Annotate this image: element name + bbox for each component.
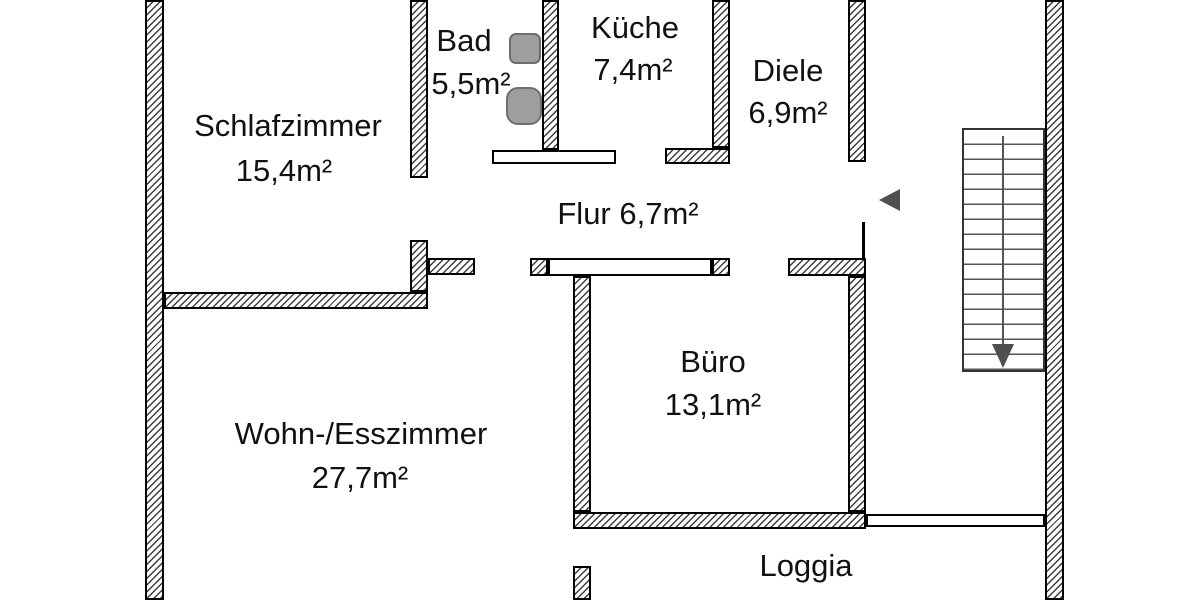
wall-buero-sill-cap-right xyxy=(712,258,730,276)
room-label-diele: Diele xyxy=(752,52,824,88)
toilet-icon xyxy=(506,87,542,125)
room-area-kueche: 7,4m² xyxy=(593,51,673,87)
room-label-bad: Bad xyxy=(436,22,492,58)
room-label-flur-name: Flur xyxy=(557,195,611,231)
room-area-schlafzimmer: 15,4m² xyxy=(235,152,333,188)
entry-arrow-left-icon xyxy=(879,189,900,211)
sill-buero-top xyxy=(548,258,712,276)
wall-schlafzimmer-door-stub xyxy=(410,240,428,292)
wall-exterior-right xyxy=(1045,0,1064,600)
sink-icon xyxy=(509,33,541,64)
room-area-bad: 5,5m² xyxy=(431,65,511,101)
room-area-wohn-esszimmer: 27,7m² xyxy=(311,459,409,495)
entry-door-leaf xyxy=(862,222,865,260)
wall-flur-step xyxy=(428,258,475,275)
room-label-flur-area: 6,7m² xyxy=(619,195,699,231)
wall-schlafzimmer-bad xyxy=(410,0,428,178)
wall-diele-stairwell xyxy=(848,0,866,162)
room-label-wohn-esszimmer: Wohn-/Esszimmer xyxy=(234,415,488,451)
wall-schlafzimmer-bottom xyxy=(164,292,428,309)
wall-kueche-bottom xyxy=(665,148,730,164)
wall-buero-sill-cap-left xyxy=(530,258,548,276)
room-label-flur: Flur 6,7m² xyxy=(557,195,699,231)
wall-loggia-left-stub xyxy=(573,566,591,600)
room-label-loggia: Loggia xyxy=(759,547,853,583)
room-area-buero: 13,1m² xyxy=(664,386,762,422)
room-area-diele: 6,9m² xyxy=(748,94,828,130)
room-label-schlafzimmer: Schlafzimmer xyxy=(194,107,382,143)
wall-kueche-diele xyxy=(712,0,730,148)
wall-loggia-top xyxy=(573,512,866,529)
wall-exterior-left xyxy=(145,0,164,600)
wall-buero-right xyxy=(848,276,866,512)
stairs-arrow-down-icon xyxy=(992,344,1014,368)
room-label-buero: Büro xyxy=(680,343,746,379)
sill-stairwell-loggia xyxy=(866,514,1045,527)
room-label-kueche: Küche xyxy=(591,9,679,45)
wall-buero-left xyxy=(573,276,591,512)
wall-bad-kueche xyxy=(542,0,559,150)
stairs-direction-line xyxy=(1002,136,1004,348)
sill-bad-bottom xyxy=(492,150,616,164)
wall-buero-top-right xyxy=(788,258,866,276)
